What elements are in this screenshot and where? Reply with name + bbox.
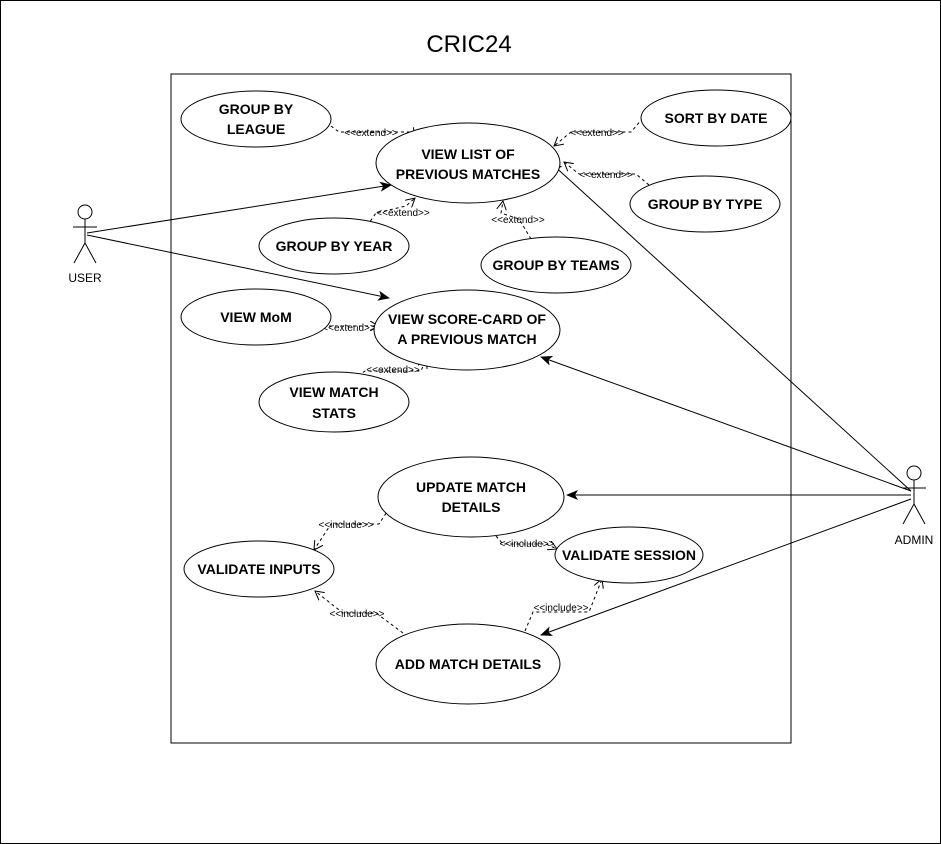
actor-admin-label: ADMIN (895, 533, 934, 547)
assoc-admin-view-list (550, 162, 912, 492)
actor-user[interactable]: USER (68, 204, 102, 285)
use-case-view-mom[interactable]: VIEW MoM (180, 288, 332, 346)
use-case-view-list-line1: VIEW LIST OF (421, 146, 515, 162)
use-case-group-by-league[interactable]: GROUP BY LEAGUE (180, 90, 332, 148)
use-case-update-match-details[interactable]: UPDATE MATCH DETAILS (377, 456, 565, 538)
use-case-sort-by-date-label: SORT BY DATE (665, 110, 768, 126)
dep-add-validate-inputs-include (315, 591, 404, 634)
dep-group-teams-extend (501, 201, 532, 240)
label-extend-view-stats: <<extend>> (366, 365, 420, 376)
use-case-validate-inputs[interactable]: VALIDATE INPUTS (183, 540, 335, 598)
use-case-group-by-league-line2: LEAGUE (227, 121, 285, 137)
dep-update-validate-inputs-include (314, 497, 397, 550)
use-case-group-by-year-label: GROUP BY YEAR (276, 238, 393, 254)
dep-group-type-extend (564, 162, 650, 186)
label-extend-group-teams: <<extend>> (491, 215, 545, 226)
use-case-update-match-line1: UPDATE MATCH (416, 479, 526, 495)
use-case-view-match-stats[interactable]: VIEW MATCH STATS (258, 371, 410, 433)
use-case-validate-inputs-label: VALIDATE INPUTS (197, 561, 320, 577)
use-case-add-match-label: ADD MATCH DETAILS (395, 656, 541, 672)
use-case-view-match-stats-line1: VIEW MATCH (289, 384, 378, 400)
actor-user-label: USER (68, 271, 102, 285)
dep-group-year-extend (366, 198, 415, 227)
dependencies: <<extend>> <<extend>> <<extend>> <<exten… (314, 117, 650, 634)
use-case-group-by-teams[interactable]: GROUP BY TEAMS (480, 236, 632, 294)
dep-sort-date-extend (554, 117, 644, 146)
use-case-view-mom-label: VIEW MoM (220, 309, 292, 325)
use-case-validate-session[interactable]: VALIDATE SESSION (554, 526, 704, 584)
use-case-view-scorecard-line2: A PREVIOUS MATCH (397, 331, 536, 347)
use-case-view-scorecard-line1: VIEW SCORE-CARD OF (388, 311, 546, 327)
use-case-update-match-line2: DETAILS (442, 499, 501, 515)
label-include-update-session: <<include>> (499, 539, 554, 550)
label-extend-group-year: <<extend>> (376, 208, 430, 219)
actor-admin[interactable]: ADMIN (895, 465, 934, 547)
use-case-group-by-year[interactable]: GROUP BY YEAR (258, 217, 410, 275)
use-case-view-scorecard[interactable]: VIEW SCORE-CARD OF A PREVIOUS MATCH (373, 289, 561, 371)
label-extend-group-type: <<extend>> (579, 170, 633, 181)
assoc-user-view-scorecard (86, 234, 390, 301)
use-case-validate-session-label: VALIDATE SESSION (562, 547, 696, 563)
dep-add-validate-session-include (524, 579, 602, 632)
use-case-sort-by-date[interactable]: SORT BY DATE (640, 89, 792, 147)
use-case-view-match-stats-line2: STATS (312, 405, 356, 421)
use-case-add-match-details[interactable]: ADD MATCH DETAILS (375, 623, 561, 705)
dep-view-stats-extend (357, 359, 426, 377)
use-case-group-by-teams-label: GROUP BY TEAMS (492, 257, 619, 273)
label-include-add-session: <<include>> (533, 603, 588, 614)
system-boundary (170, 73, 792, 744)
assoc-user-view-list (86, 181, 392, 234)
label-extend-view-mom: <<extend>> (322, 323, 376, 334)
use-case-group-by-league-line1: GROUP BY (219, 101, 294, 117)
associations (86, 162, 912, 636)
label-include-add-inputs: <<include>> (329, 609, 384, 620)
use-case-view-list-previous-matches[interactable]: VIEW LIST OF PREVIOUS MATCHES (375, 122, 561, 204)
label-extend-sort-date: <<extend>> (570, 128, 624, 139)
assoc-admin-add-match (540, 498, 912, 636)
use-case-group-by-type-label: GROUP BY TYPE (648, 196, 763, 212)
label-extend-group-league: <<extend>> (344, 128, 398, 139)
assoc-admin-view-scorecard (540, 356, 912, 492)
label-include-update-inputs: <<include>> (318, 520, 373, 531)
use-case-group-by-type[interactable]: GROUP BY TYPE (629, 175, 781, 233)
use-case-view-list-line2: PREVIOUS MATCHES (396, 166, 540, 182)
diagram-title: CRIC24 (426, 31, 511, 58)
dep-update-validate-session-include (495, 535, 557, 549)
